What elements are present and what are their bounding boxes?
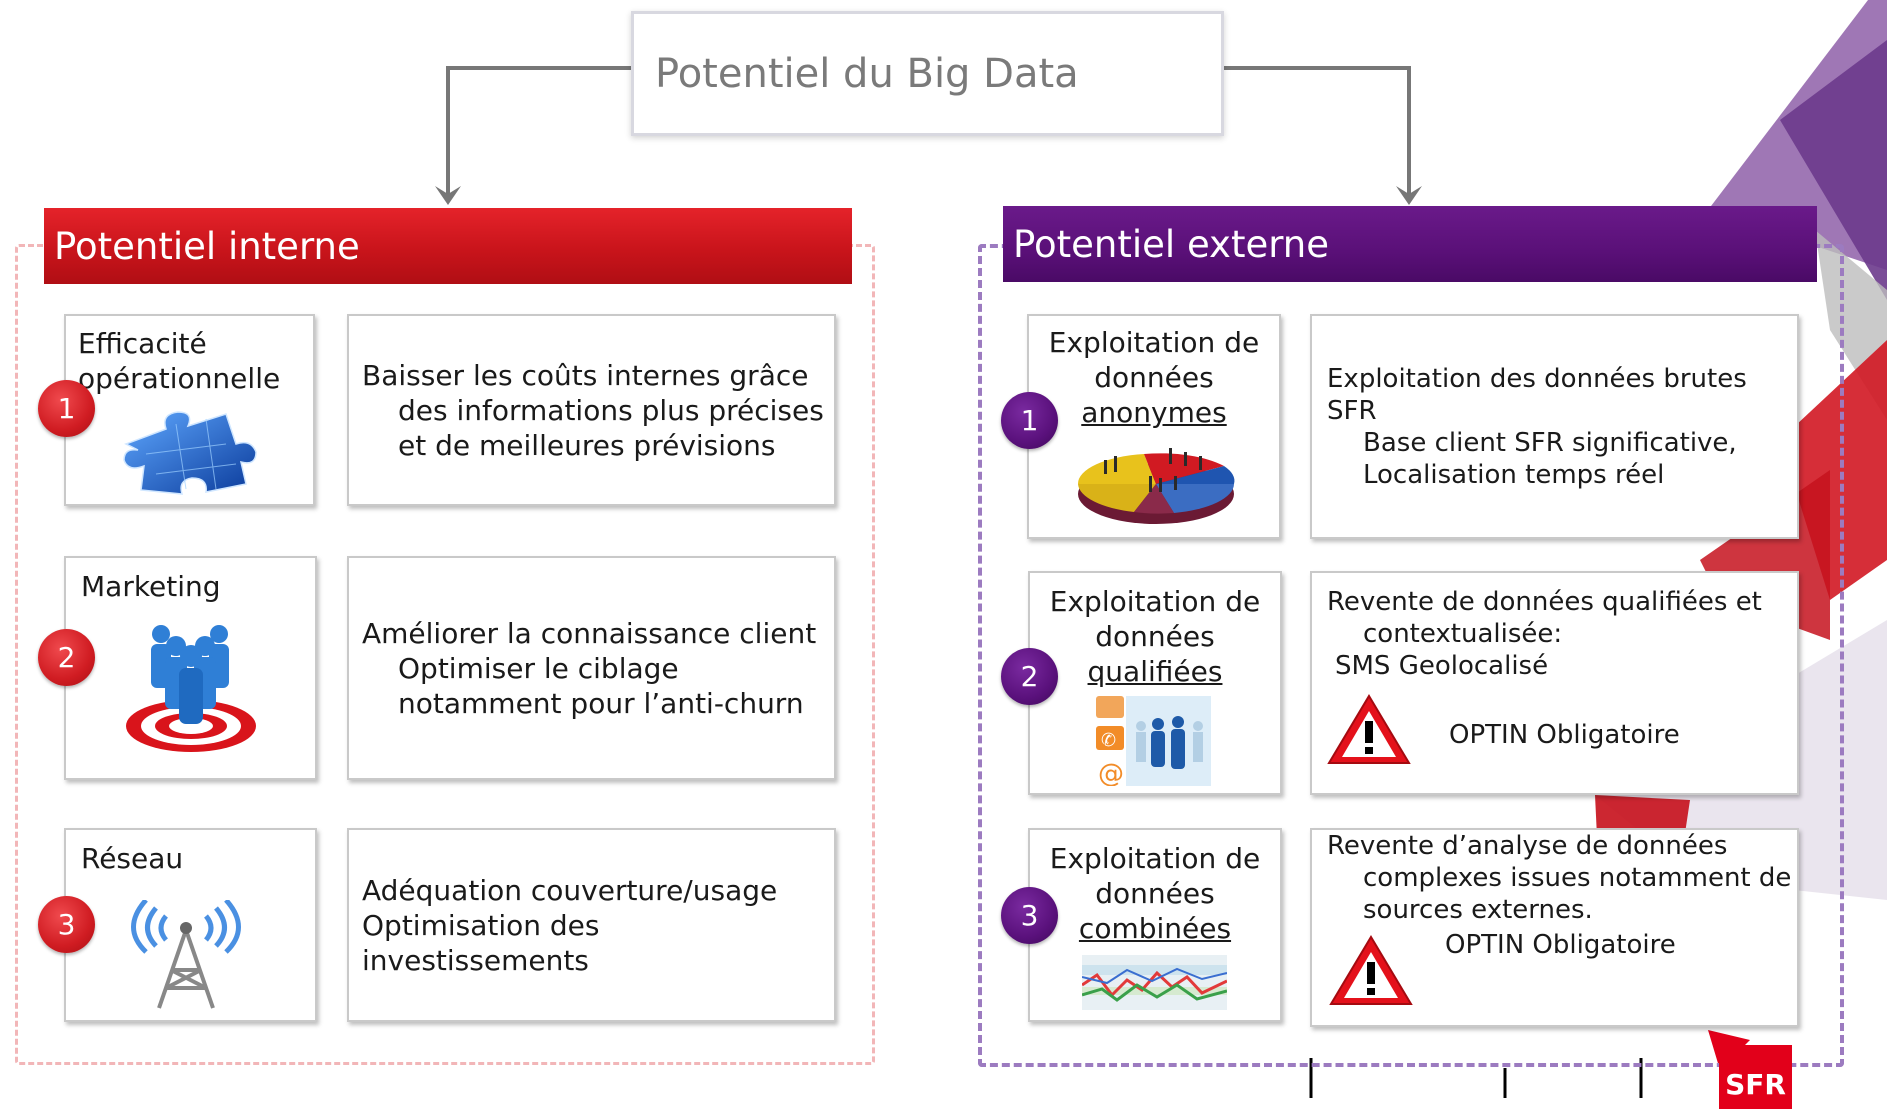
sfr-logo-text: SFR bbox=[1725, 1068, 1786, 1101]
external-item-2-desc-line-1: Revente de données qualifiées et bbox=[1327, 587, 1762, 617]
external-item-2-description: Revente de données qualifiées et context… bbox=[1310, 571, 1799, 795]
external-section-header: Potentiel externe bbox=[1003, 206, 1817, 282]
internal-item-1-desc-line-1: Baisser les coûts internes grâce bbox=[362, 358, 809, 392]
external-item-2-title-line-1: Exploitation de bbox=[1049, 585, 1261, 618]
internal-item-3-number-badge: 3 bbox=[38, 896, 95, 953]
internal-item-3-title: Réseau bbox=[81, 841, 315, 876]
external-item-3-number-badge: 3 bbox=[1001, 887, 1058, 944]
external-item-2-title: Exploitation de données qualifiées bbox=[1030, 584, 1280, 689]
internal-item-1-desc-line-3: et de meilleures prévisions bbox=[398, 428, 776, 462]
internal-item-1-title-line-1: Efficacité bbox=[78, 327, 207, 360]
external-item-2-desc-line-2: contextualisée: bbox=[1363, 619, 1563, 649]
internal-item-2-desc-line-2: Optimiser le ciblage bbox=[398, 651, 679, 685]
external-item-1-title-line-2: données bbox=[1094, 361, 1214, 394]
contact-channels-icon: ✆ @ bbox=[1096, 696, 1211, 786]
internal-item-3-card: Réseau bbox=[64, 828, 317, 1022]
internal-item-2-number-badge: 2 bbox=[38, 629, 95, 686]
external-item-1-description: Exploitation des données brutes SFR Base… bbox=[1310, 314, 1799, 539]
external-item-2-title-line-3: qualifiées bbox=[1087, 655, 1223, 688]
external-item-2-number-badge: 2 bbox=[1001, 648, 1058, 705]
internal-item-1-title-line-2: opérationnelle bbox=[78, 362, 281, 395]
arrowhead-right bbox=[1396, 186, 1422, 205]
svg-text:✆: ✆ bbox=[1101, 730, 1116, 751]
internal-item-1-title: Efficacité opérationnelle bbox=[78, 326, 313, 396]
internal-item-3-title-line-1: Réseau bbox=[81, 842, 184, 875]
main-title: Potentiel du Big Data bbox=[655, 50, 1079, 97]
internal-item-2-desc-line-1: Améliorer la connaissance client bbox=[362, 616, 817, 650]
internal-section-header: Potentiel interne bbox=[44, 208, 852, 284]
external-item-2-title-line-2: données bbox=[1095, 620, 1215, 653]
external-heading: Potentiel externe bbox=[1013, 222, 1329, 266]
internal-item-2-desc-line-3: notamment pour l’anti-churn bbox=[398, 686, 804, 720]
internal-item-1-card: Efficacité opérationnelle bbox=[64, 314, 315, 506]
target-people-icon bbox=[126, 625, 256, 752]
external-item-1-title-line-1: Exploitation de bbox=[1048, 326, 1260, 359]
external-item-1-title-line-3: anonymes bbox=[1081, 396, 1227, 429]
external-item-1-desc-line-2: Base client SFR significative, bbox=[1363, 427, 1737, 458]
internal-item-3-desc-line-1: Adéquation couverture/usage bbox=[362, 873, 778, 907]
external-item-1-title: Exploitation de données anonymes bbox=[1029, 325, 1279, 430]
arrowhead-left bbox=[435, 186, 461, 205]
connector-left bbox=[446, 66, 631, 198]
external-item-1-number-badge: 1 bbox=[1001, 392, 1058, 449]
internal-heading: Potentiel interne bbox=[54, 224, 360, 268]
external-item-3-title-line-3: combinées bbox=[1078, 912, 1232, 945]
internal-item-2-card: Marketing bbox=[64, 556, 317, 780]
svg-text:@: @ bbox=[1098, 759, 1124, 786]
sfr-logo: SFR bbox=[1719, 1045, 1792, 1109]
puzzle-piece-icon bbox=[123, 411, 257, 495]
internal-item-2-title-line-1: Marketing bbox=[81, 570, 221, 603]
internal-item-2-description: Améliorer la connaissance client Optimis… bbox=[347, 556, 836, 780]
external-item-3-desc-line-3: sources externes. bbox=[1363, 895, 1593, 925]
antenna-tower-icon bbox=[131, 900, 241, 1009]
external-item-3-description: Revente d’analyse de données complexes i… bbox=[1310, 828, 1799, 1027]
internal-item-1-description: Baisser les coûts internes grâce des inf… bbox=[347, 314, 836, 506]
external-item-1-card: Exploitation de données anonymes bbox=[1027, 314, 1281, 539]
external-item-2-warning-text: OPTIN Obligatoire bbox=[1449, 720, 1680, 750]
external-item-3-card: Exploitation de données combinées bbox=[1028, 828, 1282, 1022]
external-item-3-title-line-1: Exploitation de bbox=[1049, 842, 1261, 875]
external-item-3-warning-text: OPTIN Obligatoire bbox=[1445, 930, 1676, 960]
internal-item-3-description: Adéquation couverture/usage Optimisation… bbox=[347, 828, 836, 1022]
external-item-2-card: Exploitation de données qualifiées ✆ @ bbox=[1028, 571, 1282, 795]
internal-item-2-title: Marketing bbox=[81, 569, 315, 604]
warning-icon bbox=[1329, 935, 1413, 1005]
external-item-3-title: Exploitation de données combinées bbox=[1030, 841, 1280, 946]
external-item-1-desc-line-3: Localisation temps réel bbox=[1363, 459, 1665, 490]
external-item-1-desc-line-1: Exploitation des données brutes SFR bbox=[1327, 363, 1747, 426]
warning-icon bbox=[1327, 694, 1411, 764]
internal-item-3-desc-line-2: Optimisation des investissements bbox=[362, 908, 600, 977]
external-item-2-desc-line-3: SMS Geolocalisé bbox=[1335, 651, 1549, 681]
external-item-3-desc-line-1: Revente d’analyse de données bbox=[1327, 831, 1728, 861]
connector-right bbox=[1218, 66, 1411, 198]
internal-item-1-desc-line-2: des informations plus précises bbox=[398, 393, 824, 427]
external-item-3-desc-line-2: complexes issues notamment de bbox=[1363, 863, 1792, 893]
main-title-box: Potentiel du Big Data bbox=[631, 11, 1224, 136]
external-item-3-title-line-2: données bbox=[1095, 877, 1215, 910]
internal-item-1-number-badge: 1 bbox=[38, 380, 95, 437]
data-graph-icon bbox=[1082, 955, 1227, 1010]
pie-chart-people-icon bbox=[1077, 448, 1235, 524]
